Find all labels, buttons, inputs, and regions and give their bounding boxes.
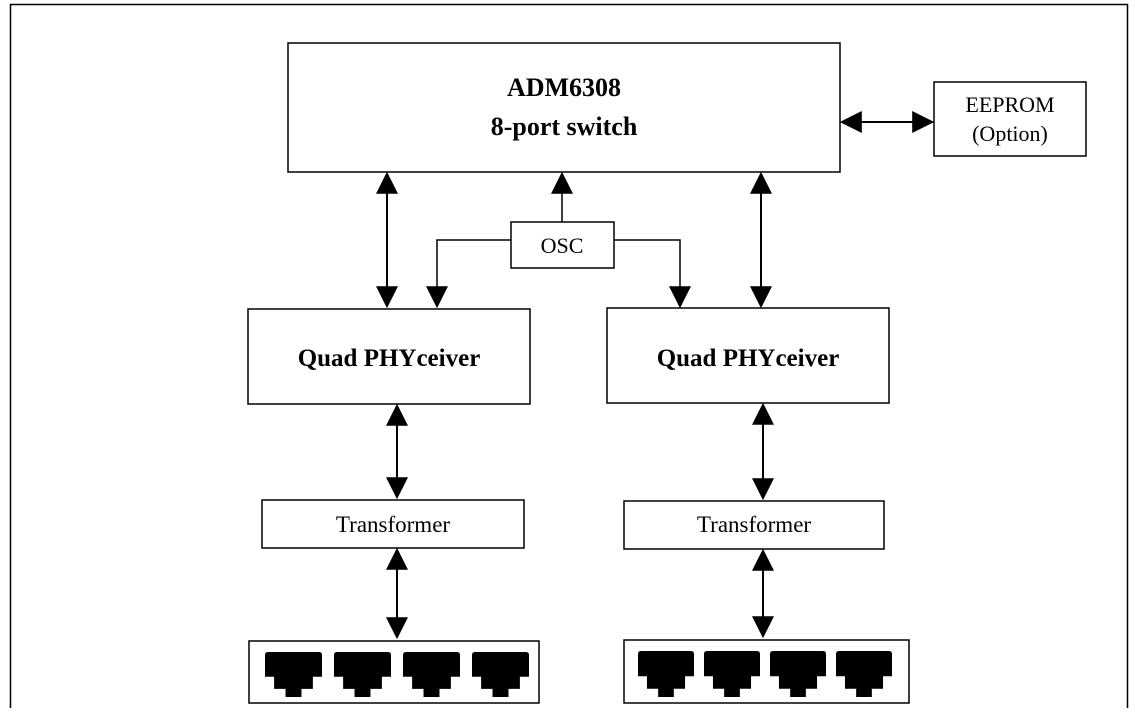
osc-to-left-phy-line [426, 239, 511, 309]
switch-block: ADM6308 8-port switch [287, 42, 841, 173]
right-transformer-label: Transformer [697, 512, 811, 537]
rj45-port-icon [334, 652, 391, 697]
rj45-port-icon [472, 652, 529, 697]
outer-frame [9, 3, 1129, 713]
osc-label: OSC [541, 233, 584, 258]
switch-name: ADM6308 [507, 73, 621, 102]
rj45-port-icon [836, 651, 892, 697]
eeprom-label: EEPROM [965, 92, 1054, 117]
rj45-port-icon [265, 652, 322, 697]
osc-to-right-phy-line [614, 239, 691, 309]
rj45-port-icon [770, 651, 826, 697]
eeprom-option-label: (Option) [972, 121, 1048, 146]
rj45-port-icon [704, 651, 760, 697]
switch-description: 8-port switch [491, 112, 638, 141]
right-phy-block: Quad PHYceiver [606, 307, 890, 404]
left-transformer-label: Transformer [336, 512, 450, 537]
osc-block: OSC [510, 221, 615, 269]
right-transformer-block: Transformer [623, 500, 885, 550]
eeprom-block: EEPROM (Option) [933, 81, 1087, 157]
right-rj45-connector-strip [623, 639, 910, 704]
rj45-port-icon [403, 652, 460, 697]
left-phy-label: Quad PHYceiver [298, 345, 481, 372]
rj45-port-icon [638, 651, 694, 697]
left-phy-block: Quad PHYceiver [247, 308, 531, 405]
left-transformer-block: Transformer [261, 499, 525, 549]
left-rj45-connector-strip [248, 640, 540, 704]
right-phy-label: Quad PHYceiver [657, 345, 840, 372]
